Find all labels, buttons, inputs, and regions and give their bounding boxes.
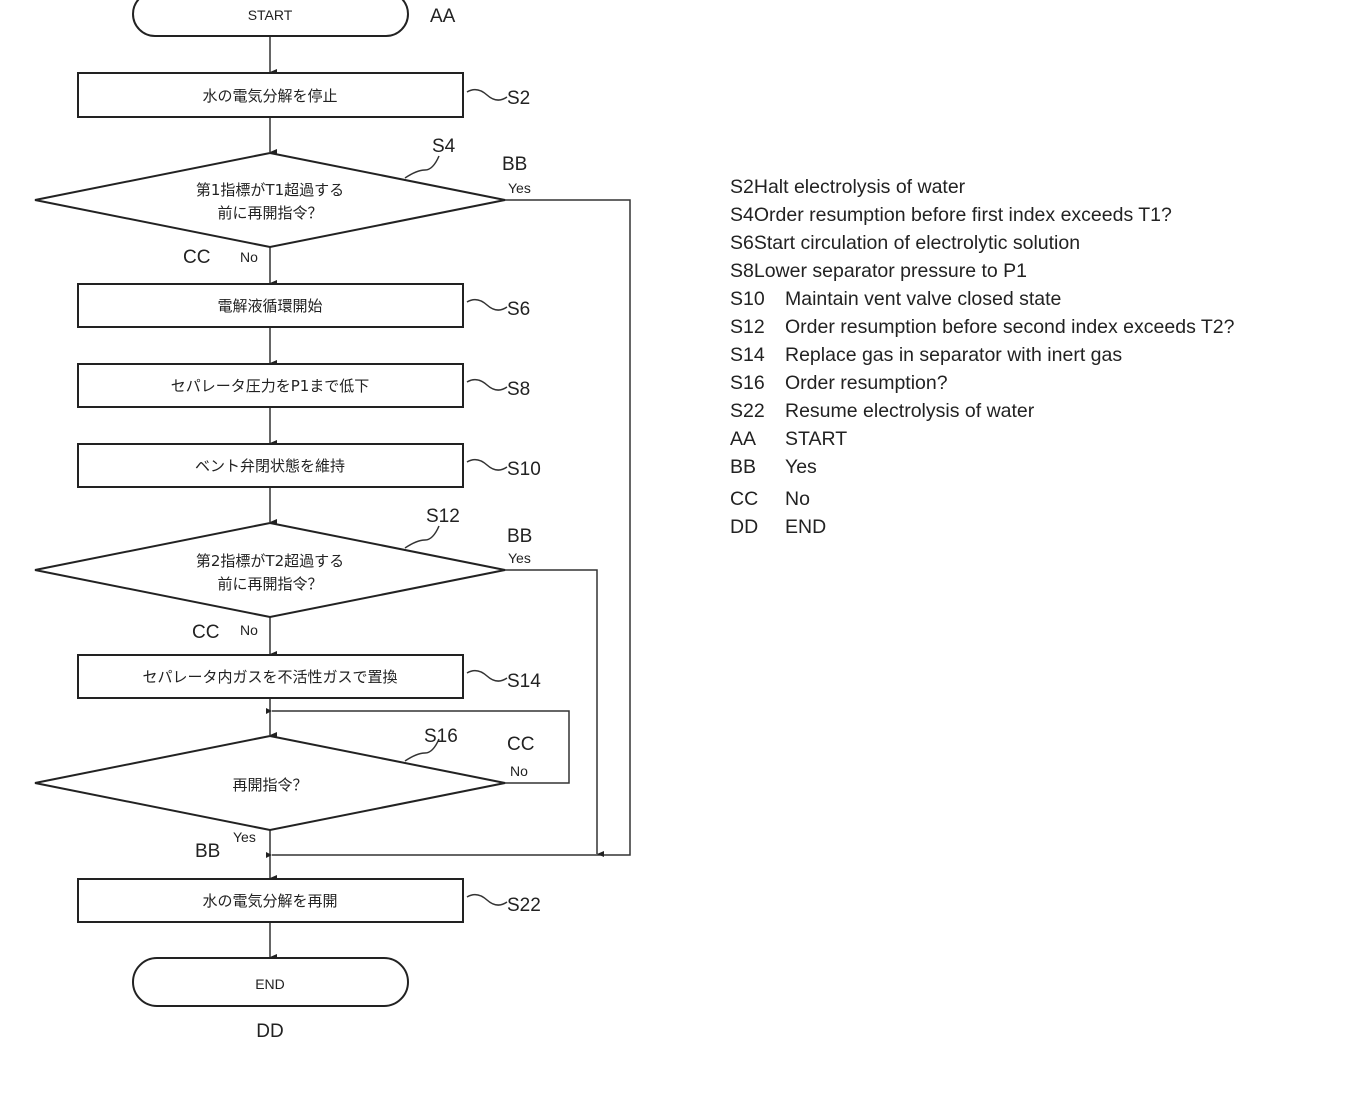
step-s8-id: S8 — [507, 379, 530, 400]
decision-s4-line2: 前に再開指令？ — [217, 204, 322, 222]
legend-code: BB — [730, 453, 785, 481]
legend-code: DD — [730, 513, 785, 541]
legend-text: Lower separator pressure to P1 — [754, 260, 1027, 282]
legend-item: S2Halt electrolysis of water — [730, 173, 1234, 201]
leader-s6 — [467, 300, 507, 310]
leader-s12 — [405, 526, 439, 548]
legend: S2Halt electrolysis of water S4Order res… — [730, 173, 1234, 541]
decision-s4-id: S4 — [432, 136, 456, 157]
yes-s4: Yes — [508, 180, 531, 196]
legend-code: S8 — [730, 257, 754, 285]
end-label: END — [255, 976, 285, 992]
legend-item: S6Start circulation of electrolytic solu… — [730, 229, 1234, 257]
legend-text: END — [785, 516, 826, 538]
leader-s14 — [467, 671, 507, 681]
legend-item: S8Lower separator pressure to P1 — [730, 257, 1234, 285]
legend-text: Order resumption before second index exc… — [785, 316, 1234, 338]
leader-s2 — [467, 90, 507, 100]
leader-s8 — [467, 380, 507, 390]
decision-s4-line1: 第1指標がT1超過する — [196, 181, 344, 199]
step-s22-text: 水の電気分解を再開 — [202, 892, 337, 910]
step-s14-id: S14 — [507, 671, 541, 692]
legend-code: S4 — [730, 201, 754, 229]
legend-text: Halt electrolysis of water — [754, 176, 965, 198]
step-s2-id: S2 — [507, 88, 530, 109]
legend-code: S16 — [730, 369, 785, 397]
decision-s4 — [35, 153, 505, 247]
no-s4: No — [240, 249, 258, 265]
legend-text: Yes — [785, 456, 817, 478]
step-s2-text: 水の電気分解を停止 — [202, 87, 337, 105]
ref-cc-s16: CC — [507, 734, 534, 755]
legend-code: S12 — [730, 313, 785, 341]
legend-item: S16Order resumption? — [730, 369, 1234, 397]
decision-s12-line2: 前に再開指令？ — [217, 575, 322, 593]
yes-s12: Yes — [508, 550, 531, 566]
legend-item: S14Replace gas in separator with inert g… — [730, 341, 1234, 369]
ref-aa: AA — [430, 6, 456, 27]
step-s22-id: S22 — [507, 895, 541, 916]
decision-s12 — [35, 523, 505, 617]
decision-s12-line1: 第2指標がT2超過する — [196, 552, 344, 570]
decision-s16-id: S16 — [424, 726, 458, 747]
legend-code: S10 — [730, 285, 785, 313]
ref-dd: DD — [256, 1021, 283, 1042]
decision-s12-id: S12 — [426, 506, 460, 527]
legend-item: BBYes — [730, 453, 1234, 481]
legend-item: S4Order resumption before first index ex… — [730, 201, 1234, 229]
ref-bb-s12: BB — [507, 526, 532, 547]
no-s16: No — [510, 763, 528, 779]
leader-s10 — [467, 460, 507, 470]
legend-item: CCNo — [730, 485, 1234, 513]
legend-code: AA — [730, 425, 785, 453]
legend-code: S6 — [730, 229, 754, 257]
step-s8-text: セパレータ圧力をP1まで低下 — [171, 377, 370, 395]
legend-item: DDEND — [730, 513, 1234, 541]
ref-bb-s4: BB — [502, 154, 527, 175]
legend-item: S10Maintain vent valve closed state — [730, 285, 1234, 313]
legend-text: Order resumption before first index exce… — [754, 204, 1172, 226]
step-s14-text: セパレータ内ガスを不活性ガスで置換 — [142, 668, 397, 686]
legend-code: CC — [730, 485, 785, 513]
step-s6-text: 電解液循環開始 — [217, 297, 322, 315]
legend-text: Order resumption? — [785, 372, 948, 394]
legend-text: Resume electrolysis of water — [785, 400, 1034, 422]
legend-code: S14 — [730, 341, 785, 369]
ref-cc-s12: CC — [192, 622, 219, 643]
step-s6-id: S6 — [507, 299, 530, 320]
leader-s22 — [467, 895, 507, 905]
ref-cc-s4: CC — [183, 247, 210, 268]
legend-code: S22 — [730, 397, 785, 425]
legend-item: S12Order resumption before second index … — [730, 313, 1234, 341]
leader-s4 — [405, 156, 439, 178]
legend-text: No — [785, 488, 810, 510]
legend-text: Replace gas in separator with inert gas — [785, 344, 1122, 366]
yes-s16: Yes — [233, 829, 256, 845]
legend-item: S22Resume electrolysis of water — [730, 397, 1234, 425]
legend-code: S2 — [730, 173, 754, 201]
legend-text: Start circulation of electrolytic soluti… — [754, 232, 1080, 254]
start-label: START — [248, 7, 293, 23]
legend-text: Maintain vent valve closed state — [785, 288, 1061, 310]
step-s10-text: ベント弁閉状態を維持 — [195, 457, 345, 475]
ref-bb-s16: BB — [195, 841, 220, 862]
legend-item: AASTART — [730, 425, 1234, 453]
step-s10-id: S10 — [507, 459, 541, 480]
legend-text: START — [785, 428, 847, 450]
decision-s16-text: 再開指令？ — [232, 776, 307, 794]
no-s12: No — [240, 622, 258, 638]
